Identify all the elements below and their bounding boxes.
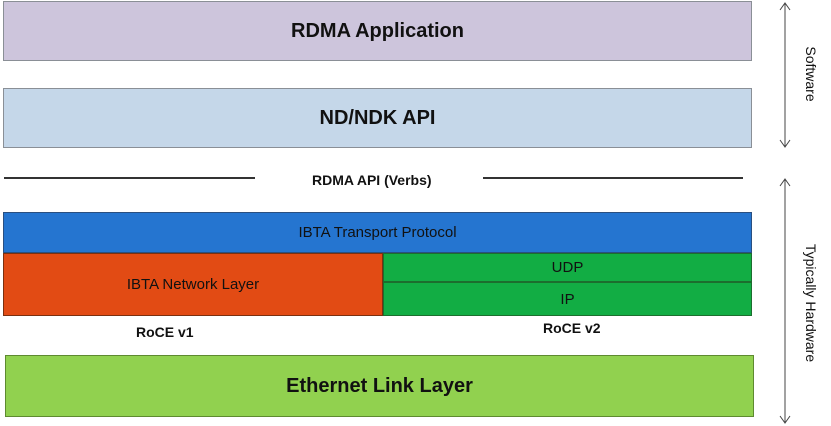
nd-ndk-api-layer: ND/NDK API: [3, 88, 752, 148]
ibta-network-label: IBTA Network Layer: [126, 276, 260, 293]
ip-label: IP: [560, 290, 575, 308]
double-headed-arrow-icon: [779, 2, 791, 148]
ip-layer: IP: [383, 282, 752, 316]
verbs-divider-left: [4, 177, 255, 179]
roce-v1-label: RoCE v1: [136, 324, 194, 340]
ethernet-link-label: Ethernet Link Layer: [286, 374, 473, 397]
nd-ndk-api-label: ND/NDK API: [319, 106, 436, 129]
ethernet-link-layer: Ethernet Link Layer: [5, 355, 754, 417]
rdma-application-label: RDMA Application: [291, 19, 464, 42]
verbs-divider-right: [483, 177, 743, 179]
roce-v2-label: RoCE v2: [543, 320, 601, 336]
ibta-transport-layer: IBTA Transport Protocol: [3, 212, 752, 253]
double-headed-arrow-icon: [779, 178, 791, 424]
hardware-side-label: Typically Hardware: [803, 243, 819, 363]
udp-label: UDP: [551, 259, 584, 276]
ibta-transport-label: IBTA Transport Protocol: [298, 224, 457, 241]
udp-layer: UDP: [383, 253, 752, 282]
rdma-application-layer: RDMA Application: [3, 1, 752, 61]
rdma-verbs-label: RDMA API (Verbs): [312, 172, 432, 188]
ibta-network-layer: IBTA Network Layer: [3, 253, 383, 316]
software-side-label: Software: [803, 46, 819, 102]
